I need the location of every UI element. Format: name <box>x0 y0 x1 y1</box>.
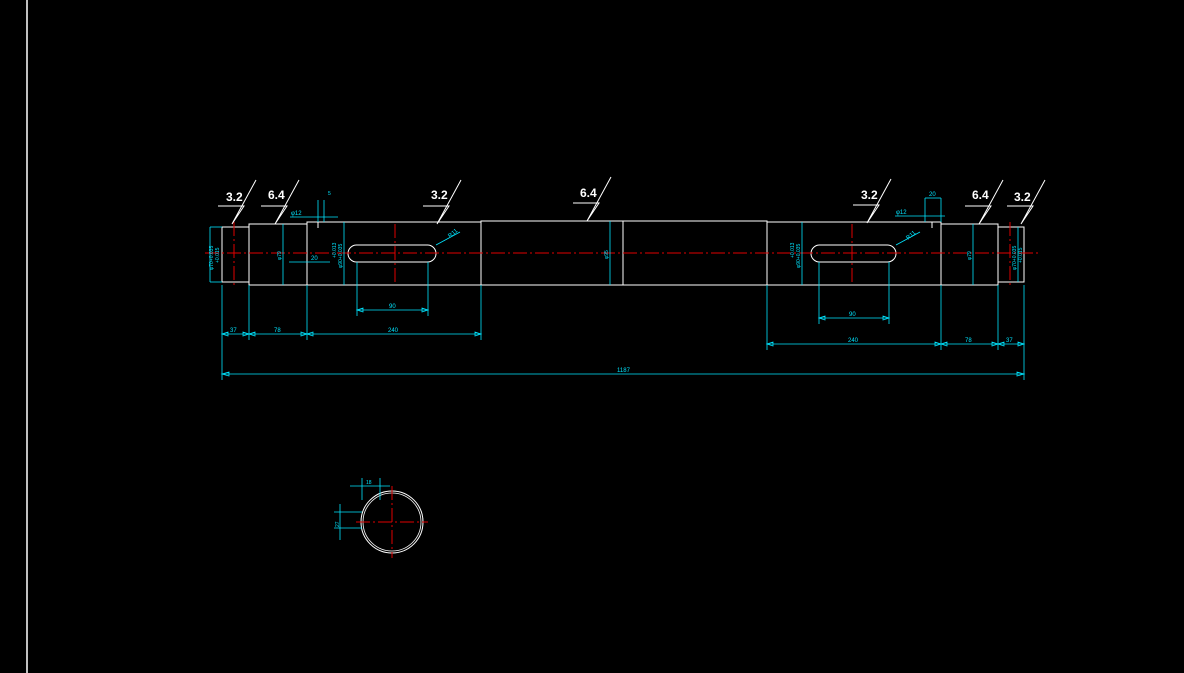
section-view: 18 27 <box>334 478 428 558</box>
left-end-dia-label: φ70+0.035 <box>209 246 215 270</box>
roughness-value: 3.2 <box>431 188 448 202</box>
right-end-dia-label: φ70+0.035 <box>1012 246 1018 270</box>
left-body-dia-label: φ90+0.035 <box>338 244 344 268</box>
right-top-small-label: 20 <box>929 192 936 198</box>
dimensions: 1187 37 78 240 240 78 37 90 90 20 φ <box>209 191 1026 380</box>
roughness-symbol-4: 6.4 <box>573 176 612 222</box>
left-step-dia-label: φ79 <box>277 251 283 260</box>
right-step-dia-label: φ79 <box>967 251 973 260</box>
dimension-arrows <box>220 371 1026 377</box>
left-phi12-label: φ12 <box>291 211 302 217</box>
left-top-small-label: 5 <box>328 191 331 197</box>
roughness-value: 6.4 <box>972 188 989 202</box>
dimension-arrows <box>355 307 430 313</box>
roughness-value: 6.4 <box>580 186 597 200</box>
right-r-label: R11 <box>905 230 917 242</box>
roughness-value: 3.2 <box>861 188 878 202</box>
left-r-leader <box>435 231 461 246</box>
right-key-length-label: 90 <box>849 312 856 318</box>
left-r-label: R11 <box>447 228 459 240</box>
left-body-dia-tol-label: +0.013 <box>332 242 338 258</box>
roughness-value: 3.2 <box>1014 190 1031 204</box>
left-end-segment <box>221 226 250 283</box>
right-r-leader <box>895 231 921 246</box>
roughness-symbols: 3.2 6.4 3.2 6.4 3.2 6.4 3.2 <box>218 176 1046 225</box>
left-gap-label: 20 <box>311 256 318 262</box>
left-key-length-label: 90 <box>389 304 396 310</box>
left-body-length-label: 240 <box>388 328 399 334</box>
dimension-arrows <box>765 341 1026 347</box>
dimension-arrows <box>817 315 891 321</box>
section-depth-label: 27 <box>335 521 341 527</box>
section-width-label: 18 <box>366 480 372 486</box>
left-end-length-label: 37 <box>230 328 237 334</box>
roughness-symbol-2: 6.4 <box>261 179 300 225</box>
center-dia-label: φ95 <box>604 250 610 259</box>
left-step-length-label: 78 <box>274 328 281 334</box>
roughness-symbol-5: 3.2 <box>853 178 892 224</box>
right-end-segment <box>997 226 1025 283</box>
roughness-symbol-3: 3.2 <box>423 179 462 225</box>
roughness-symbol-6: 6.4 <box>965 179 1004 225</box>
right-end-dia-tol-label: +0.015 <box>1018 247 1024 263</box>
right-body-length-label: 240 <box>848 338 859 344</box>
right-phi12-label: φ12 <box>896 210 907 216</box>
right-step-length-label: 78 <box>965 338 972 344</box>
roughness-value: 6.4 <box>268 188 285 202</box>
roughness-symbol-1: 3.2 <box>218 179 257 225</box>
left-end-dia-tol-label: +0.015 <box>215 247 221 263</box>
roughness-value: 3.2 <box>226 190 243 204</box>
overall-length-label: 1187 <box>617 368 631 374</box>
right-body-dia-label: φ90+0.035 <box>796 244 802 268</box>
right-body-dia-tol-label: +0.013 <box>790 242 796 258</box>
roughness-symbol-7: 3.2 <box>1007 179 1046 225</box>
right-end-length-label: 37 <box>1006 338 1013 344</box>
dimension-arrows <box>220 331 483 337</box>
